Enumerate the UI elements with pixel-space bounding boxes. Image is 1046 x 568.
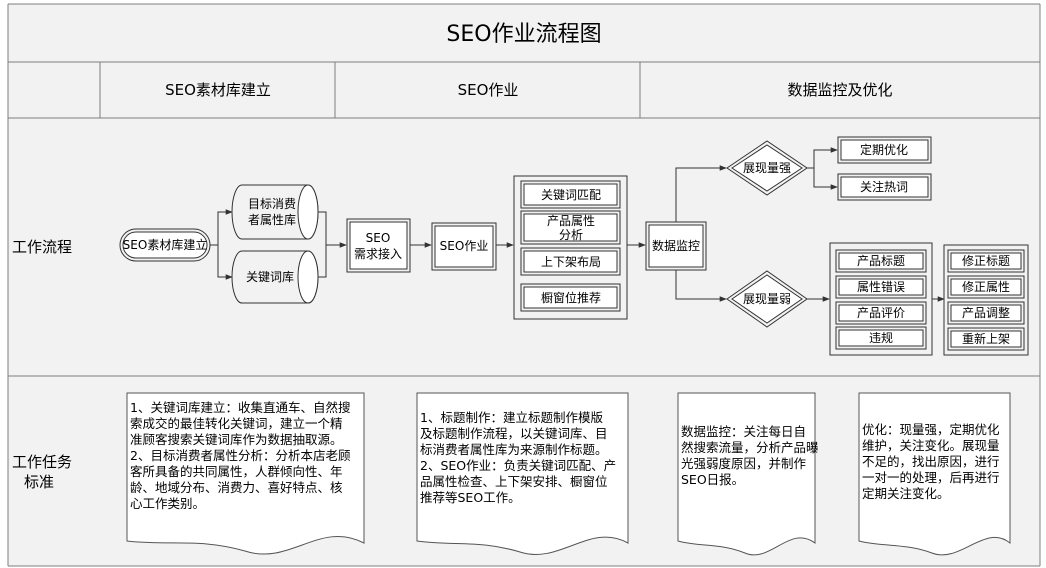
doc-seo-work-line-2: 标消费者属性库为来源制作标题。 (420, 442, 608, 457)
doc-seo-library-line-2: 准顾客搜索关键词库作为数据抽取源。 (130, 432, 343, 447)
phase-header-label-cell (8, 62, 100, 118)
strong-action-0-label: 定期优化 (860, 142, 908, 157)
fix-1-label: 修正属性 (962, 279, 1010, 294)
target-consumer-db: 目标消费 者属性库 (231, 184, 319, 240)
phase-label-2: SEO作业 (458, 81, 519, 99)
seo-subtask-3: 橱窗位推荐 (520, 283, 621, 312)
fix-3: 重新上架 (947, 327, 1025, 351)
fix-2: 产品调整 (947, 301, 1025, 325)
doc-optimization-line-1: 维护，关注变化。展现量 (862, 438, 1000, 453)
phase-header-cell-1 (100, 62, 335, 118)
doc-seo-library-line-4: 客所具备的共同属性，人群倾向性、年 (130, 464, 343, 479)
problem-3-label: 违规 (869, 330, 893, 345)
strong-action-0: 定期优化 (837, 136, 932, 164)
page-title: SEO作业流程图 (446, 22, 601, 47)
lane-label-workflow: 工作流程 (12, 238, 72, 256)
doc-optimization-line-4: 定期关注变化。 (862, 486, 950, 501)
seo-work-label: SEO作业 (440, 239, 489, 253)
phase-header-cell-2 (335, 62, 640, 118)
seo-subtask-2: 上下架布局 (520, 247, 621, 276)
strong-exposure-label: 展现量强 (743, 161, 791, 175)
fix-2-label: 产品调整 (962, 305, 1010, 320)
phase-label-1: SEO素材库建立 (165, 81, 271, 99)
keyword-db: 关键词库 (231, 250, 319, 304)
phase-label-3: 数据监控及优化 (787, 81, 892, 99)
doc-seo-library-line-0: 1、关键词库建立：收集直通车、自然搜 (130, 400, 351, 415)
problem-2: 产品评价 (835, 301, 927, 325)
fix-3-label: 重新上架 (962, 331, 1010, 346)
doc-seo-library-line-3: 2、目标消费者属性分析：分析本店老顾 (130, 448, 350, 463)
lane-label-standard-1: 工作任务 (12, 453, 72, 471)
strong-action-1: 关注热词 (837, 173, 932, 201)
seo-subtask-0: 关键词匹配 (520, 180, 621, 209)
keyword-db-label: 关键词库 (246, 269, 294, 284)
fix-0: 修正标题 (947, 249, 1025, 273)
weak-exposure-decision: 展现量弱 (726, 270, 808, 328)
lane-label-standard-2: 标准 (24, 473, 54, 491)
problem-0-label: 产品标题 (857, 254, 905, 268)
doc-seo-library-line-6: 心工作类别。 (130, 496, 205, 511)
doc-optimization-line-2: 不足的，找出原因，进行 (862, 454, 1000, 469)
doc-seo-work-line-0: 1、标题制作：建立标题制作模版 (420, 410, 603, 425)
problem-0: 产品标题 (835, 249, 927, 273)
problem-3: 违规 (835, 326, 927, 350)
doc-data-monitor: 数据监控：关注每日自 然搜索流量，分析产品曝 光强弱度原因，并制作 SEO日报。 (677, 392, 819, 556)
strong-action-1-label: 关注热词 (860, 179, 908, 194)
seo-subtask-2-label: 上下架布局 (541, 255, 601, 269)
doc-optimization-line-3: 一对一的处理，后再进行 (862, 470, 1000, 485)
demand-intake-label-1: SEO (366, 231, 391, 245)
doc-seo-work-line-5: 推荐等SEO工作。 (420, 490, 521, 505)
doc-data-monitor-line-3: SEO日报。 (681, 472, 744, 487)
seo-subtask-1-label-1: 产品属性 (547, 214, 595, 228)
strong-exposure-decision: 展现量强 (726, 140, 808, 196)
doc-seo-work-line-4: 品属性检查、上下架安排、橱窗位 (420, 474, 608, 489)
title-cell (8, 4, 1040, 62)
start-node-label: SEO素材库建立 (123, 237, 208, 252)
doc-seo-work: 1、标题制作：建立标题制作模版 及标题制作流程，以关键词库、目 标消费者属性库为… (416, 392, 629, 555)
doc-seo-library: 1、关键词库建立：收集直通车、自然搜 索成交的最佳转化关键词，建立一个精 准顾客… (126, 392, 365, 555)
doc-data-monitor-line-0: 数据监控：关注每日自 (681, 424, 806, 439)
doc-optimization: 优化：现量强，定期优化 维护，关注变化。展现量 不足的，找出原因，进行 一对一的… (858, 392, 1011, 556)
doc-data-monitor-line-2: 光强弱度原因，并制作 (681, 456, 807, 471)
problem-1: 属性错误 (835, 275, 927, 299)
seo-subtask-0-label: 关键词匹配 (541, 188, 601, 202)
weak-exposure-label: 展现量弱 (743, 292, 791, 306)
seo-subtask-1: 产品属性 分析 (520, 210, 621, 245)
demand-intake-label-2: 需求接入 (354, 246, 402, 261)
fix-1: 修正属性 (947, 275, 1025, 299)
doc-seo-library-line-5: 龄、地域分布、消费力、喜好特点、核 (130, 480, 343, 495)
doc-seo-work-line-1: 及标题制作流程，以关键词库、目 (420, 426, 608, 441)
phase-header-cell-3 (640, 62, 1040, 118)
doc-optimization-line-0: 优化：现量强，定期优化 (862, 422, 1000, 437)
problem-2-label: 产品评价 (857, 306, 905, 320)
doc-seo-work-line-3: 2、SEO作业：负责关键词匹配、产 (420, 458, 616, 473)
doc-data-monitor-line-1: 然搜索流量，分析产品曝 (681, 440, 819, 455)
target-consumer-db-label-2: 者属性库 (248, 212, 296, 227)
fix-0-label: 修正标题 (962, 253, 1010, 268)
data-monitor-label: 数据监控 (652, 238, 700, 253)
seo-subtask-3-label: 橱窗位推荐 (541, 290, 601, 305)
problem-1-label: 属性错误 (857, 280, 905, 294)
doc-seo-library-line-1: 索成交的最佳转化关键词，建立一个精 (130, 416, 343, 431)
target-consumer-db-label-1: 目标消费 (248, 197, 296, 211)
flow-edges (210, 147, 945, 302)
seo-subtask-1-label-2: 分析 (559, 228, 583, 242)
